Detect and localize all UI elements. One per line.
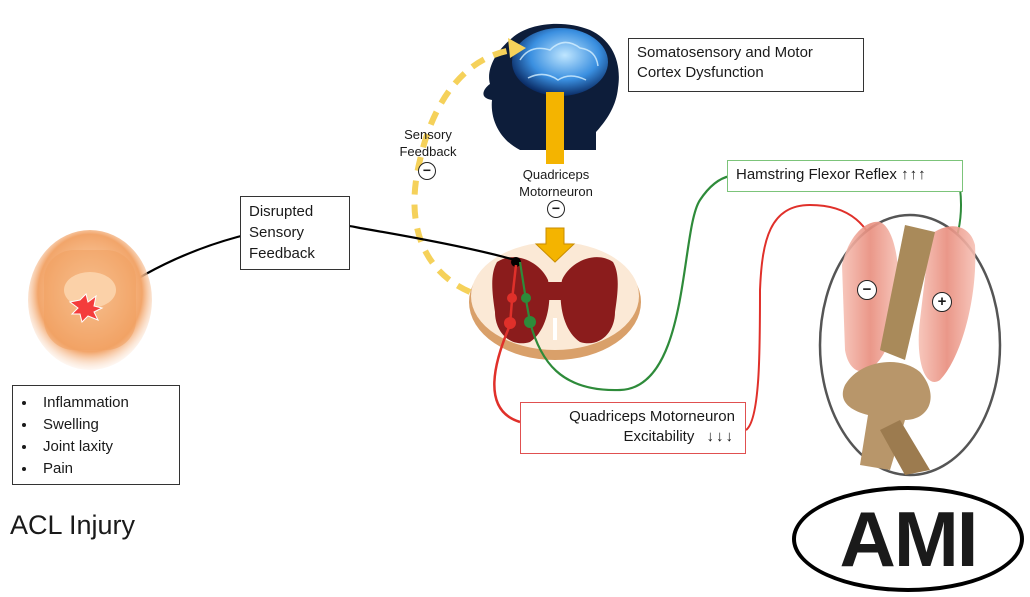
excitability-box: Quadriceps Motorneuron Excitability ↓↓↓ (520, 402, 746, 454)
quad-inhibition-sign: − (857, 280, 877, 300)
ami-logo-text: AMI (839, 495, 979, 583)
green-neural-path (518, 174, 731, 392)
hamstring-up-arrows: ↑↑↑ (901, 166, 927, 183)
sensory-feedback-line2: Feedback (399, 144, 457, 159)
injury-title: ACL Injury (10, 510, 136, 540)
sensory-feedback-loop (411, 47, 513, 295)
head-brain-icon (483, 23, 619, 150)
quad-motorneuron-line1: Quadriceps (522, 167, 590, 182)
symptom-list: Inflammation Swelling Joint laxity Pain (21, 392, 171, 480)
cortex-dysfunction-box: Somatosensory and Motor Cortex Dysfuncti… (628, 38, 864, 92)
sensory-feedback-line1: Sensory (404, 127, 452, 142)
symptom-item: Joint laxity (37, 436, 171, 458)
motor-arrow-into-cord (534, 227, 576, 263)
feedback-arrowhead (508, 38, 526, 58)
cortex-line2: Cortex Dysfunction (637, 64, 764, 81)
red-path-to-knee (745, 203, 881, 431)
excitability-down-arrows: ↓↓↓ (706, 428, 735, 445)
excitability-line1: Quadriceps Motorneuron (569, 408, 735, 425)
symptom-list-box: Inflammation Swelling Joint laxity Pain (12, 385, 180, 485)
quad-motorneuron-label: Quadriceps Motorneuron (508, 166, 604, 200)
excitability-line2: Excitability (623, 428, 695, 445)
symptom-item: Swelling (37, 414, 171, 436)
symptom-item: Inflammation (37, 392, 171, 414)
sensory-feedback-label: Sensory Feedback (388, 126, 468, 160)
excitability-line2-row: Excitability ↓↓↓ (531, 427, 735, 447)
disrupted-line2: Sensory (249, 224, 305, 241)
disrupted-line3: Feedback (249, 245, 315, 262)
hamstring-excitation-sign: + (932, 292, 952, 312)
hamstring-reflex-box: Hamstring Flexor Reflex ↑↑↑ (727, 160, 963, 192)
ami-logo: AMI (792, 486, 1024, 592)
cortex-line1: Somatosensory and Motor (637, 44, 813, 61)
quad-motorneuron-sign: − (547, 200, 565, 218)
knee-muscle-diagram (818, 213, 1002, 477)
hamstring-reflex-text: Hamstring Flexor Reflex (736, 166, 897, 183)
symptom-item: Pain (37, 458, 171, 480)
knee-injury-icon (28, 230, 152, 370)
disrupted-feedback-box: Disrupted Sensory Feedback (240, 196, 350, 270)
sensory-feedback-sign: − (418, 162, 436, 180)
disrupted-line1: Disrupted (249, 203, 314, 220)
motor-descending-bar (546, 92, 564, 164)
quad-motorneuron-line2: Motorneuron (519, 184, 593, 199)
